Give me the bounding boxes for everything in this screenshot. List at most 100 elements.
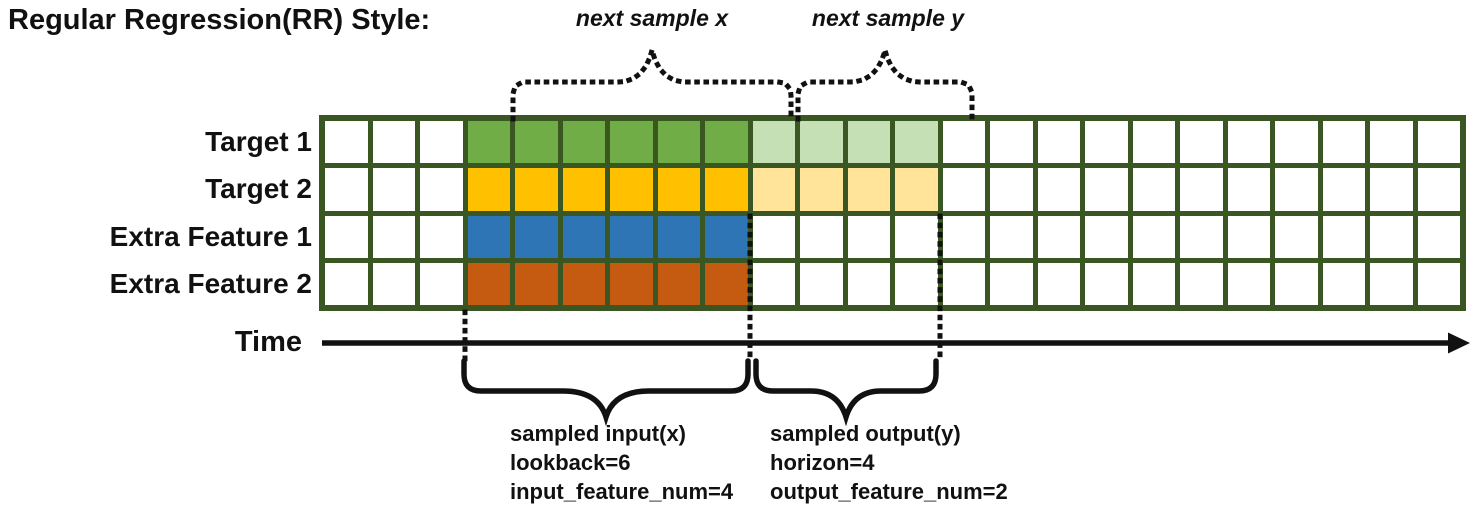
grid-cell: [467, 168, 510, 211]
grid-cell: [752, 121, 795, 164]
grid-cell: [705, 168, 748, 211]
horizon-value: horizon=4: [770, 450, 875, 475]
grid-cell: [1132, 121, 1175, 164]
grid-cell: [562, 215, 605, 258]
grid-cell: [657, 215, 700, 258]
grid-cell: [515, 121, 558, 164]
row-label-target-2: Target 2: [205, 173, 312, 204]
grid-cell: [372, 121, 415, 164]
next-sample-y-label: next sample y: [811, 5, 965, 31]
grid-cell: [515, 262, 558, 305]
grid-cell: [942, 121, 985, 164]
grid-cell: [705, 121, 748, 164]
grid-cell: [1037, 168, 1080, 211]
grid-cell: [420, 215, 463, 258]
grid-cell: [372, 215, 415, 258]
grid-cell: [752, 262, 795, 305]
grid-cell: [990, 168, 1033, 211]
grid-cell: [610, 168, 653, 211]
grid-cell: [1180, 262, 1223, 305]
grid-cell: [1227, 262, 1270, 305]
grid-cell: [847, 262, 890, 305]
row-label-extra-feature-1: Extra Feature 1: [109, 221, 312, 252]
grid-cell: [1085, 168, 1128, 211]
grid-cell: [847, 215, 890, 258]
grid-cell: [562, 121, 605, 164]
grid-cell: [1370, 215, 1413, 258]
grid-cell: [1085, 121, 1128, 164]
grid-cell: [657, 168, 700, 211]
grid-cell: [1132, 168, 1175, 211]
grid-cell: [800, 215, 843, 258]
grid-cell: [467, 215, 510, 258]
grid-cell: [610, 262, 653, 305]
grid-cell: [1037, 121, 1080, 164]
sampled-input-annotation: sampled input(x) lookback=6 input_featur…: [510, 419, 733, 506]
grid-cell: [990, 121, 1033, 164]
time-axis-label: Time: [234, 326, 302, 358]
grid-cell: [372, 262, 415, 305]
grid-cell: [847, 168, 890, 211]
grid-cell: [800, 262, 843, 305]
grid-cell: [467, 262, 510, 305]
grid-cell: [800, 121, 843, 164]
grid-cell: [1417, 262, 1460, 305]
grid-cell: [325, 215, 368, 258]
grid-cell: [1227, 215, 1270, 258]
grid-cell: [1322, 168, 1365, 211]
next-sample-x-brace: [510, 49, 794, 122]
next-sample-x-label: next sample x: [575, 5, 729, 31]
grid-cell: [1132, 262, 1175, 305]
grid-cell: [610, 215, 653, 258]
grid-cell: [1085, 262, 1128, 305]
grid-cell: [562, 168, 605, 211]
grid-cell: [752, 168, 795, 211]
grid-cell: [942, 262, 985, 305]
grid-cell: [895, 168, 938, 211]
sampled-input-title: sampled input(x): [510, 421, 687, 446]
grid-cell: [990, 262, 1033, 305]
grid-cell: [1227, 168, 1270, 211]
output-feature-num-value: output_feature_num=2: [770, 479, 1008, 504]
sampled-output-brace: [753, 358, 939, 427]
grid-cell: [1132, 215, 1175, 258]
grid-cell: [1180, 168, 1223, 211]
grid-cell: [895, 121, 938, 164]
sampled-output-annotation: sampled output(y) horizon=4 output_featu…: [770, 419, 1008, 506]
next-sample-y-brace: [795, 49, 975, 122]
grid-cell: [420, 168, 463, 211]
grid-cell: [325, 262, 368, 305]
grid-cell: [942, 215, 985, 258]
grid-cell: [1322, 262, 1365, 305]
grid-cell: [1417, 121, 1460, 164]
grid-cell: [657, 121, 700, 164]
sampled-input-brace: [461, 358, 751, 427]
grid-cell: [1037, 215, 1080, 258]
grid-cell: [752, 215, 795, 258]
grid-cell: [942, 168, 985, 211]
grid-cell: [1370, 262, 1413, 305]
row-label-target-1: Target 1: [205, 126, 312, 157]
grid-cell: [1037, 262, 1080, 305]
grid-cell: [895, 215, 938, 258]
grid-cell: [467, 121, 510, 164]
grid-cell: [1275, 215, 1318, 258]
sampled-output-title: sampled output(y): [770, 421, 961, 446]
input-feature-num-value: input_feature_num=4: [510, 479, 734, 504]
grid-cell: [515, 215, 558, 258]
grid-cell: [1322, 121, 1365, 164]
lookback-value: lookback=6: [510, 450, 631, 475]
grid-cell: [1275, 262, 1318, 305]
grid-cell: [1275, 168, 1318, 211]
grid-cell: [562, 262, 605, 305]
grid-cell: [610, 121, 653, 164]
grid-cell: [895, 262, 938, 305]
page-title: Regular Regression(RR) Style:: [8, 4, 431, 36]
grid-cell: [705, 262, 748, 305]
grid-cell: [1227, 121, 1270, 164]
grid-cell: [372, 168, 415, 211]
grid-cell: [420, 121, 463, 164]
grid-cell: [800, 168, 843, 211]
sample-grid: [319, 115, 1466, 311]
grid-cell: [1180, 215, 1223, 258]
